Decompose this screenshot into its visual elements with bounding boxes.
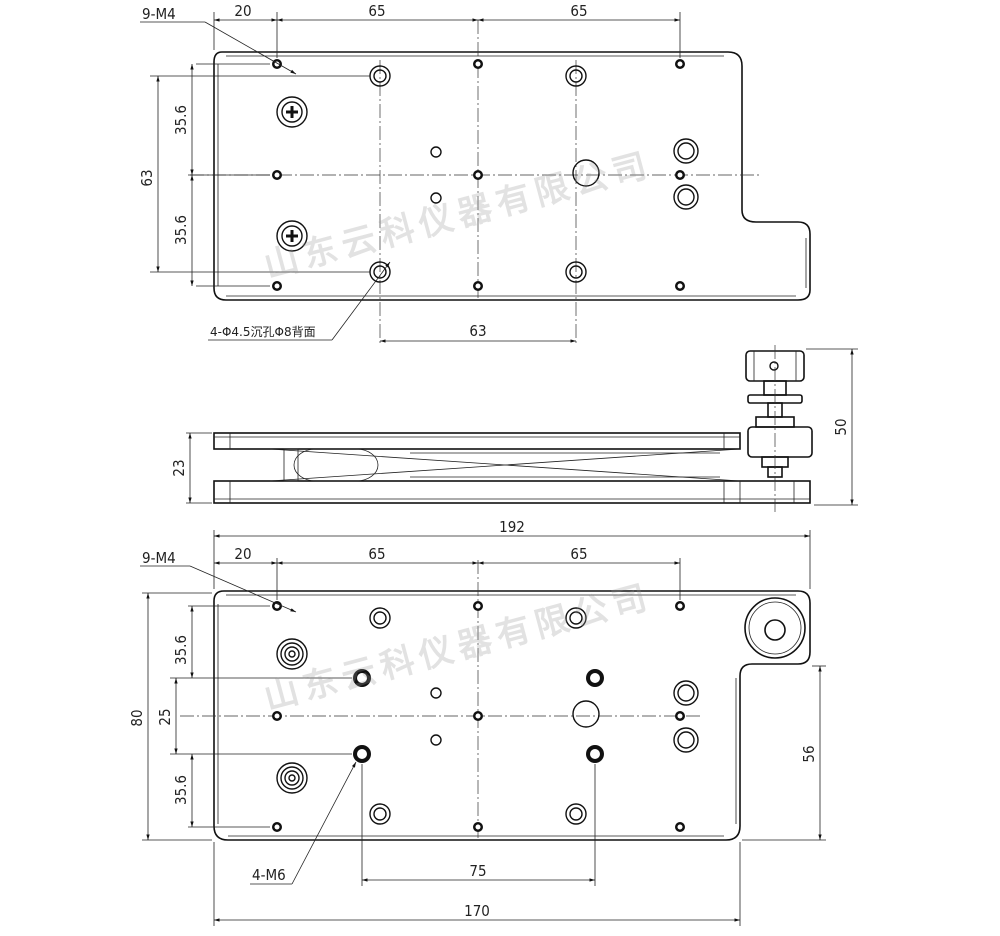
callout-9-m4-bottom: 9-M4 — [142, 549, 176, 567]
ring-hole — [673, 184, 699, 210]
bottom-plate-inner-edge — [217, 594, 796, 837]
dim-right-56: 56 — [800, 745, 818, 762]
bottom-view: 192 20 65 65 9-M4 80 35 — [128, 518, 826, 926]
dim-170: 170 — [464, 902, 490, 920]
small-hole — [430, 687, 442, 699]
left-dimensions — [150, 63, 370, 287]
bottom-left-dimensions — [142, 592, 352, 841]
lower-plate — [213, 480, 811, 504]
screw-icon — [276, 96, 308, 252]
dim-bottom-65a: 65 — [368, 545, 385, 563]
dim-top-20: 20 — [234, 2, 251, 20]
ring-hole — [673, 138, 699, 164]
top-plate-outline — [213, 51, 811, 301]
note-counterbore: 4-Φ4.5沉孔Φ8背面 — [210, 325, 316, 339]
dim-side-50: 50 — [832, 418, 850, 435]
dim-left-25: 25 — [156, 708, 174, 725]
knob-bottom-icon — [744, 597, 806, 659]
dim-bottom-65b: 65 — [570, 545, 587, 563]
dim-left-35.6d: 35.6 — [172, 775, 190, 805]
callout-9-m4: 9-M4 — [142, 5, 176, 23]
m4-holes-top — [272, 59, 685, 291]
roller — [293, 448, 379, 482]
small-hole — [430, 146, 442, 158]
dim-192: 192 — [499, 518, 525, 536]
top-view: 20 65 65 9-M4 63 35.6 35.6 63 4-Φ4.5沉孔Φ8… — [138, 2, 811, 345]
small-hole — [430, 192, 442, 204]
callout-4-m6: 4-M6 — [252, 866, 286, 884]
dim-left-35.6c: 35.6 — [172, 635, 190, 665]
counterbore-holes — [369, 607, 587, 825]
top-dimensions — [213, 12, 681, 58]
upper-plate — [213, 432, 741, 450]
dim-side-23: 23 — [170, 459, 188, 476]
small-hole — [430, 734, 442, 746]
dim-left-35.6a: 35.6 — [172, 105, 190, 135]
dim-bottom-63: 63 — [469, 322, 486, 340]
screw-head-icon — [276, 638, 308, 794]
dim-75: 75 — [469, 862, 486, 880]
ring-hole — [673, 727, 699, 753]
ring-hole — [673, 680, 699, 706]
m4-holes-bottom — [272, 601, 685, 832]
dim-bottom-20: 20 — [234, 545, 251, 563]
large-hole — [572, 700, 600, 728]
bottom-top-dimensions — [214, 558, 681, 600]
spacer — [283, 448, 299, 482]
side-view: 23 50 — [170, 345, 858, 512]
counterbore-holes — [369, 65, 587, 283]
knob-icon — [745, 350, 813, 478]
bottom-plate-outline — [213, 590, 811, 841]
watermark: 山东云科仪器有限公司 — [260, 145, 657, 287]
watermark: 山东云科仪器有限公司 — [260, 577, 657, 719]
dim-left-80: 80 — [128, 709, 146, 726]
dim-left-63: 63 — [138, 169, 156, 186]
m6-holes — [353, 669, 604, 763]
dim-top-65a: 65 — [368, 2, 385, 20]
large-hole — [572, 159, 600, 187]
dim-top-65b: 65 — [570, 2, 587, 20]
dim-left-35.6b: 35.6 — [172, 215, 190, 245]
